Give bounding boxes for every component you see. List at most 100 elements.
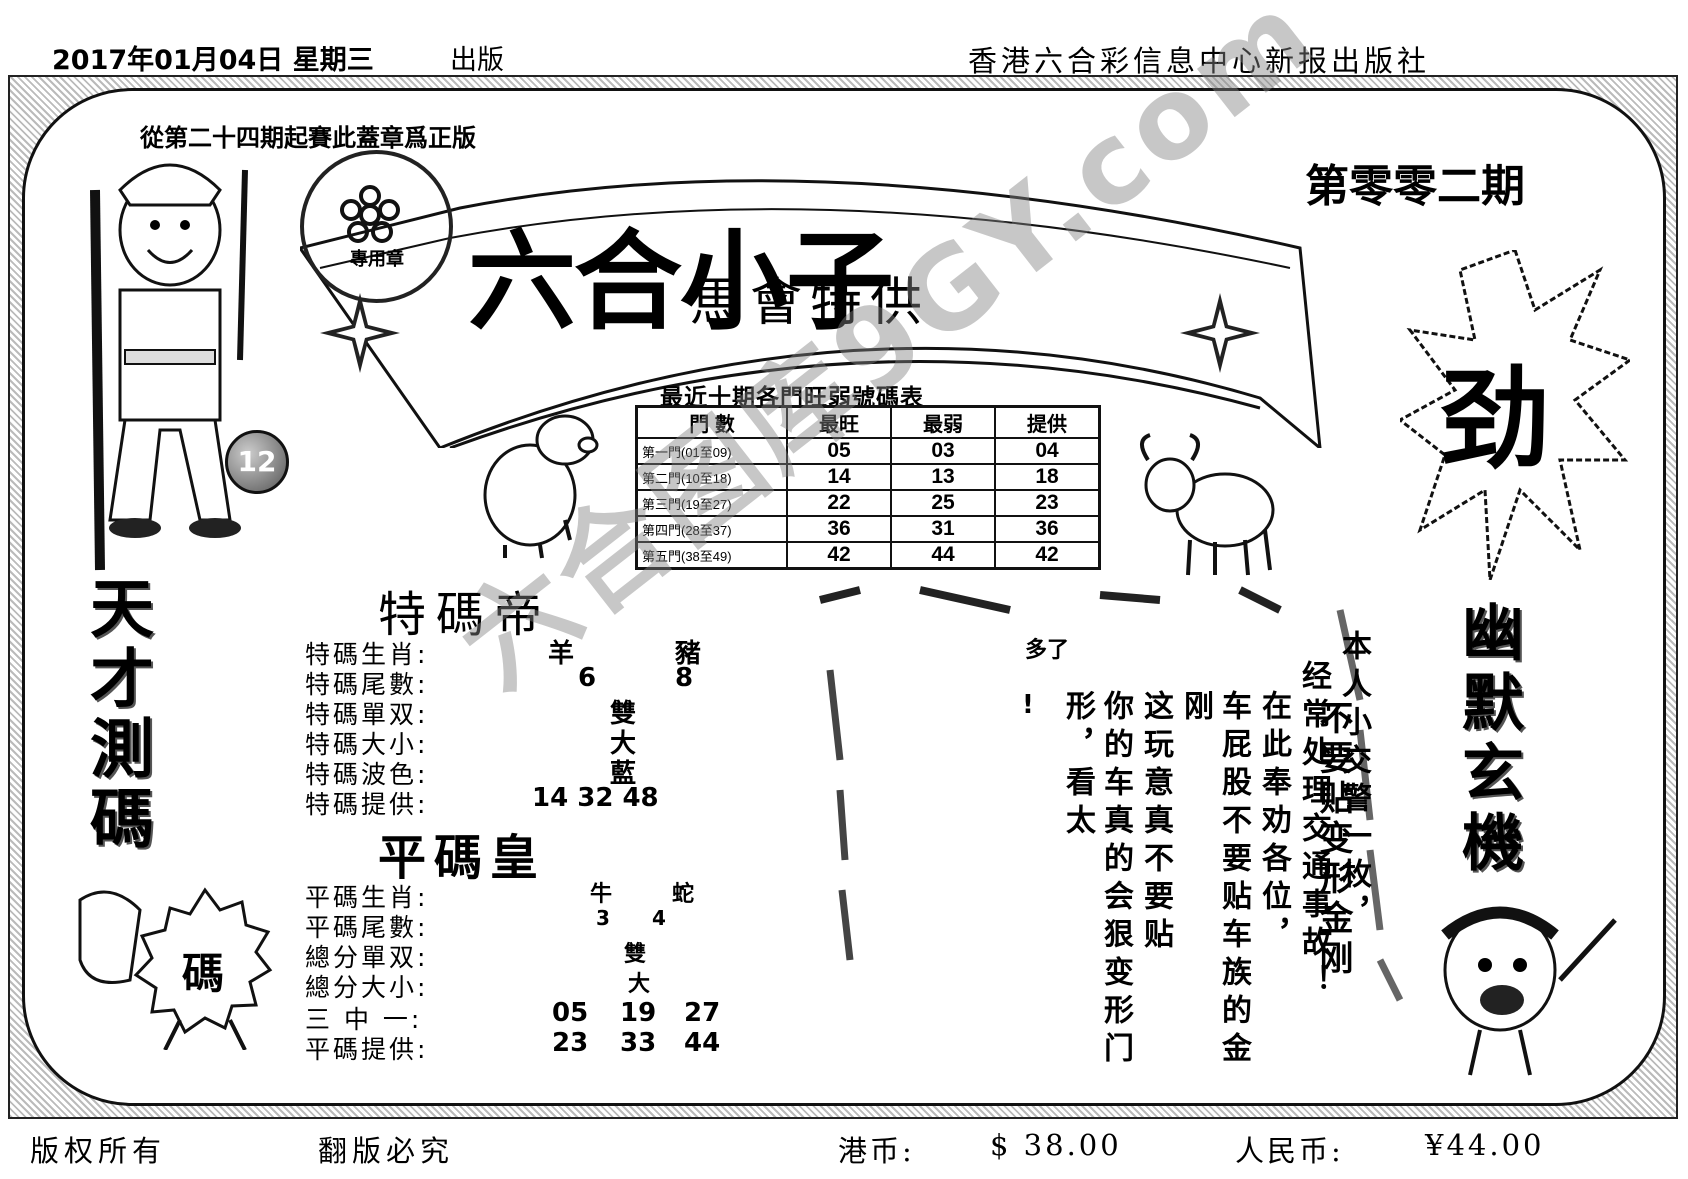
total-size-label: 總分大小: (305, 973, 429, 1002)
column-header: 提供 (994, 405, 1101, 439)
special-tail-value: 8 (675, 663, 694, 693)
gate-cell: 第三門(19至27) (635, 489, 788, 517)
official-stamp (300, 150, 453, 303)
three-in-one-value: 19 (620, 998, 657, 1028)
hunter-cartoon (90, 163, 248, 571)
cold-cell: 31 (890, 515, 996, 543)
starburst-icon (1400, 250, 1630, 580)
story-column: 这玩意真不要贴 (1138, 690, 1173, 956)
decorative-strokes (819, 586, 1404, 1002)
dont-paste-text: 不要贴变形金刚 (1313, 700, 1353, 980)
story-column: 在此奉劝各位， (1256, 690, 1291, 956)
cold-cell: 25 (890, 489, 996, 517)
story-column: 车屁股不要贴车族的金刚 (1178, 690, 1251, 1070)
normal-zodiac-value: 牛 (590, 882, 613, 907)
column-header: 最旺 (786, 405, 892, 439)
special-size-value: 大 (610, 729, 637, 759)
gate-number-table: 門 數 最旺 最弱 提供 第一門(01至09) 05 03 04 第二門(10至… (635, 405, 1101, 570)
number-ball: 12 (225, 430, 289, 494)
normal-title: 平碼皇 (378, 830, 547, 886)
normal-tail-value: 3 (596, 906, 610, 930)
provide-cell: 23 (994, 489, 1101, 517)
right-calligraphy: 幽默玄機 (1451, 600, 1524, 880)
special-zodiac-value: 豬 (675, 639, 702, 669)
rosette-character: 碼 (182, 949, 225, 998)
table-row: 第二門(10至18) 14 13 18 (635, 463, 1101, 491)
rmb-price: ¥44.00 (1425, 1128, 1545, 1162)
story-text: 本人小交警一枚， 经常处理交通事故！ 在此奉劝各位， 车屁股不要贴车族的金刚 这… (1058, 630, 1372, 1070)
banner-ribbon (300, 179, 1322, 448)
gate-cell: 第一門(01至09) (635, 437, 788, 465)
normal-provide-label: 平碼提供: (305, 1035, 429, 1064)
special-tail-label: 特碼尾數: (305, 670, 429, 699)
special-size-label: 特碼大小: (305, 730, 429, 759)
normal-zodiac-value: 蛇 (672, 882, 695, 907)
special-oddeven-value: 雙 (610, 699, 637, 729)
provide-cell: 18 (994, 463, 1101, 491)
special-provide-value: 14 32 48 (532, 783, 659, 813)
story-column: 本人小交警一枚， (1336, 630, 1371, 934)
special-color-label: 特碼波色: (305, 760, 429, 789)
banner-title: 六合小子 (468, 219, 894, 345)
piracy-notice: 翻版必究 (318, 1134, 455, 1168)
table-row: 第五門(38至49) 42 44 42 (635, 541, 1101, 570)
provide-cell: 04 (994, 437, 1101, 465)
flower-icon (340, 185, 400, 243)
pirate-cartoon (1441, 906, 1617, 1076)
gate-cell: 第四門(28至37) (635, 515, 788, 543)
special-provide-label: 特碼提供: (305, 790, 429, 819)
cold-cell: 44 (890, 541, 996, 570)
issue-number: 第零零二期 (1305, 161, 1525, 212)
table-row: 第四門(28至37) 36 31 36 (635, 515, 1101, 543)
cold-cell: 03 (890, 437, 996, 465)
special-zodiac-value: 羊 (548, 639, 575, 669)
special-tail-value: 6 (578, 663, 597, 693)
hkd-price-label: 港币: (838, 1134, 915, 1168)
starburst-character: 劲 (1440, 355, 1550, 484)
total-oddeven-value: 雙 (624, 942, 647, 967)
published-label: 出版 (450, 45, 504, 76)
column-header: 門 數 (635, 405, 788, 439)
stamp-text: 專用章 (350, 249, 404, 270)
total-oddeven-label: 總分單双: (305, 943, 429, 972)
hot-cell: 42 (786, 541, 892, 570)
stamp-notice: 從第二十四期起賽此蓋章爲正版 (140, 123, 476, 152)
story-fragment: 多了 (1025, 638, 1070, 663)
compass-star-icon (320, 293, 400, 373)
issue-date: 2017年01月04日 星期三 (52, 45, 374, 76)
copyright-notice: 版权所有 (30, 1134, 167, 1168)
provide-cell: 36 (994, 515, 1101, 543)
gate-cell: 第二門(10至18) (635, 463, 788, 491)
rmb-price-label: 人民币: (1235, 1134, 1344, 1168)
ox-drawing (1140, 433, 1275, 576)
hot-cell: 14 (786, 463, 892, 491)
normal-provide-value: 33 (620, 1028, 657, 1058)
provide-cell: 42 (994, 541, 1101, 570)
banner-subtitle: 馬會特供 (690, 273, 931, 333)
publisher-name: 香港六合彩信息中心新报出版社 (968, 44, 1431, 78)
compass-star-icon (1180, 293, 1260, 373)
normal-provide-value: 44 (684, 1028, 721, 1058)
special-color-value: 藍 (610, 759, 637, 789)
cold-cell: 13 (890, 463, 996, 491)
special-oddeven-label: 特碼單双: (305, 700, 429, 729)
story-bang: ! (1022, 690, 1034, 720)
story-column: 经常处理交通事故！ (1296, 660, 1331, 1002)
three-in-one-value: 05 (552, 998, 589, 1028)
gate-cell: 第五門(38至49) (635, 541, 788, 570)
hot-cell: 22 (786, 489, 892, 517)
normal-tail-value: 4 (652, 906, 666, 930)
story-column: 你的车真的会狠变形门形，看太 (1060, 690, 1133, 1070)
rosette-badge (78, 887, 273, 1050)
three-in-one-label: 三 中 一: (305, 1005, 423, 1034)
special-zodiac-label: 特碼生肖: (305, 640, 429, 669)
hkd-price: $ 38.00 (990, 1128, 1122, 1162)
total-size-value: 大 (628, 972, 651, 997)
normal-provide-value: 23 (552, 1028, 589, 1058)
table-row: 第一門(01至09) 05 03 04 (635, 437, 1101, 465)
table-row: 第三門(19至27) 22 25 23 (635, 489, 1101, 517)
normal-zodiac-label: 平碼生肖: (305, 883, 429, 912)
normal-tail-label: 平碼尾數: (305, 913, 429, 942)
hot-cell: 36 (786, 515, 892, 543)
three-in-one-value: 27 (684, 998, 721, 1028)
